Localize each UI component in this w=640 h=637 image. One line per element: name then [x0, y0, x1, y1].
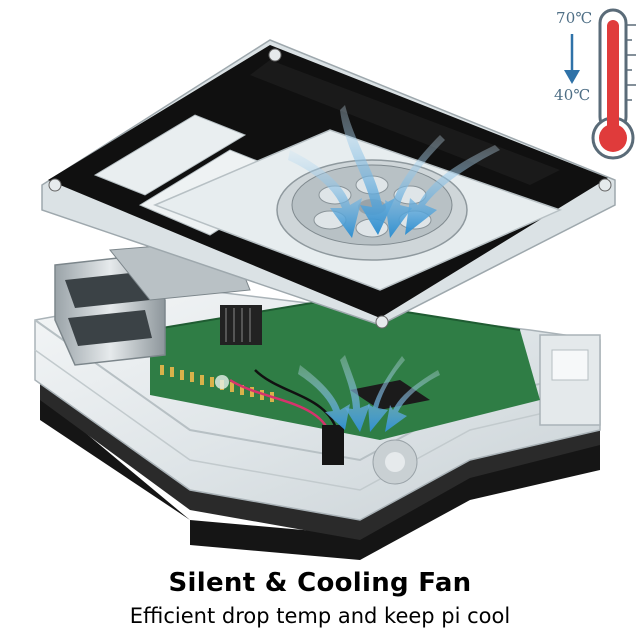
- temperature-drop-arrow-icon: [564, 34, 580, 84]
- caption-subtitle: Efficient drop temp and keep pi cool: [129, 604, 511, 628]
- caption-title: Silent & Cooling Fan: [168, 568, 472, 598]
- airflow-arrows-upper: [288, 105, 500, 238]
- airflow-arrows-lower: [298, 355, 440, 432]
- thermometer-icon: [591, 8, 636, 160]
- temp-low-label: 40℃: [554, 86, 591, 104]
- usb-ethernet-ports: [54, 239, 251, 366]
- temp-high-label: 70℃: [556, 9, 593, 27]
